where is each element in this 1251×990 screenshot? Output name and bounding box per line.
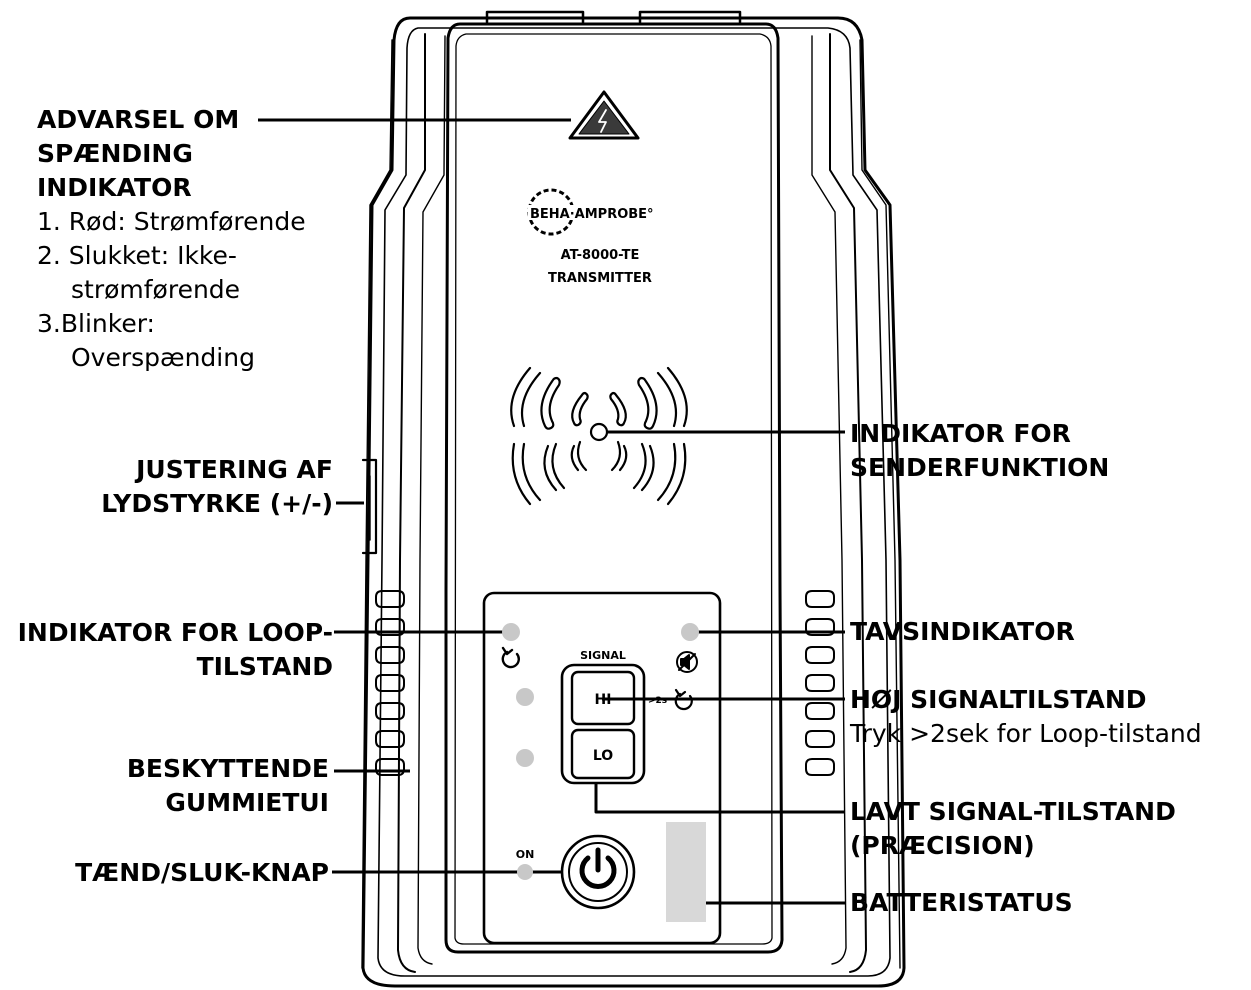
mute-line-1: TAVSINDIKATOR	[850, 617, 1075, 646]
callout-rubber: BESKYTTENDE GUMMIETUI	[127, 752, 329, 820]
signal-button-housing	[560, 663, 646, 785]
brand-text: BEHA·AMPROBE°	[530, 207, 654, 222]
hi-indicator-led	[516, 688, 534, 706]
front-panel	[444, 22, 784, 954]
battery-status-bar	[666, 822, 706, 922]
right-rail-mid	[829, 33, 867, 973]
mute-speaker-icon	[676, 651, 698, 673]
lo-indicator-led	[516, 749, 534, 767]
callout-voltage-warning: ADVARSEL OM SPÆNDING INDIKATOR 1. Rød: S…	[37, 103, 306, 375]
lo-button[interactable]	[570, 728, 636, 780]
model-text: AT-8000-TE	[561, 248, 640, 263]
transmit-waves-icon	[510, 366, 688, 506]
loop-line-2: TILSTAND	[196, 652, 333, 681]
voltage-warning-item-3b: Overspænding	[71, 343, 255, 372]
line-low-signal	[594, 783, 845, 814]
voltage-warning-item-2: 2. Slukket: Ikke-	[37, 241, 237, 270]
front-panel-inner	[454, 33, 773, 945]
voltage-warning-title-1: ADVARSEL OM	[37, 105, 240, 134]
right-grips	[805, 590, 835, 776]
callout-volume: JUSTERING AF LYDSTYRKE (+/-)	[101, 453, 333, 521]
voltage-warning-item-2b: strømførende	[71, 275, 241, 304]
hi-button-label: HI	[595, 692, 612, 708]
lo-button-label: LO	[593, 748, 613, 764]
power-line-1: TÆND/SLUK-KNAP	[75, 858, 329, 887]
warning-triangle-icon	[568, 90, 640, 140]
kind-text: TRANSMITTER	[548, 271, 652, 286]
volume-line-1: JUSTERING AF	[136, 455, 333, 484]
low-signal-line-1: LAVT SIGNAL-TILSTAND	[850, 797, 1176, 826]
callout-transmit: INDIKATOR FOR SENDERFUNKTION	[850, 417, 1109, 485]
press-label: >2s	[648, 696, 667, 706]
loop-arrow-icon	[501, 646, 520, 669]
transmit-line-2: SENDERFUNKTION	[850, 453, 1110, 482]
callout-low-signal: LAVT SIGNAL-TILSTAND (PRÆCISION)	[850, 795, 1176, 863]
rubber-line-1: BESKYTTENDE	[126, 754, 329, 783]
power-icon[interactable]	[560, 834, 636, 910]
high-signal-note: Tryk >2sek for Loop-tilstand	[850, 719, 1202, 748]
voltage-warning-title-3: INDIKATOR	[37, 173, 192, 202]
loop-line-1: INDIKATOR FOR LOOP-	[17, 618, 333, 647]
rubber-boot-outline	[361, 16, 906, 988]
left-rail-outer	[361, 39, 393, 969]
callout-mute: TAVSINDIKATOR	[850, 615, 1075, 649]
battery-line-1: BATTERISTATUS	[850, 888, 1073, 917]
left-rail-inner	[417, 35, 446, 965]
control-panel	[482, 591, 722, 945]
right-rail-inner	[811, 35, 847, 965]
power-indicator-led	[517, 864, 533, 880]
left-rail-mid	[397, 33, 426, 973]
voltage-warning-item-3: 3.Blinker:	[37, 309, 155, 338]
transmit-line-1: INDIKATOR FOR	[850, 419, 1071, 448]
callout-lines	[258, 118, 845, 905]
right-rail-outer	[859, 39, 901, 969]
low-signal-line-2: (PRÆCISION)	[850, 831, 1035, 860]
beha-amprobe-logo	[527, 188, 644, 236]
loop-indicator-led	[502, 623, 520, 641]
callout-loop: INDIKATOR FOR LOOP- TILSTAND	[18, 616, 333, 684]
mute-indicator-led	[681, 623, 699, 641]
callout-power: TÆND/SLUK-KNAP	[75, 856, 329, 890]
volume-rocker	[361, 458, 378, 555]
callout-high-signal: HØJ SIGNALTILSTAND Tryk >2sek for Loop-t…	[850, 683, 1202, 751]
left-grips	[375, 590, 405, 776]
callout-battery: BATTERISTATUS	[850, 886, 1073, 920]
voltage-warning-title-2: SPÆNDING	[37, 139, 193, 168]
voltage-warning-item-1: 1. Rød: Strømførende	[37, 207, 306, 236]
rubber-line-2: GUMMIETUI	[165, 788, 329, 817]
signal-label: SIGNAL	[580, 649, 626, 662]
transmit-indicator-led	[589, 422, 609, 442]
on-label: ON	[516, 848, 535, 861]
rubber-boot-inner-edge	[377, 27, 891, 977]
high-signal-title: HØJ SIGNALTILSTAND	[850, 685, 1147, 714]
volume-line-2: LYDSTYRKE (+/-)	[101, 489, 333, 518]
